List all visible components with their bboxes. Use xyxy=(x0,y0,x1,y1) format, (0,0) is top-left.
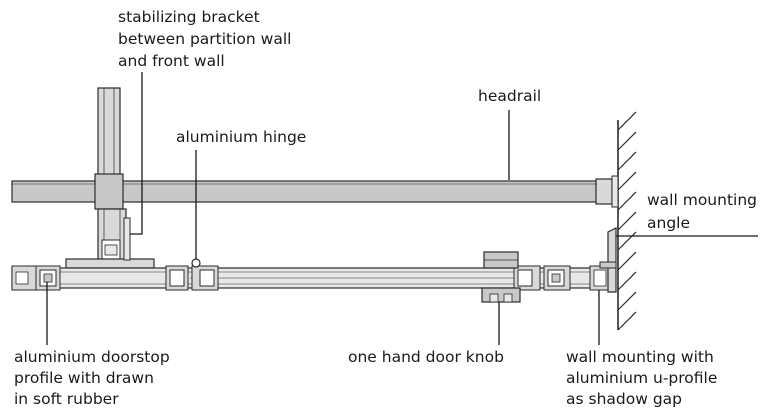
wall xyxy=(617,111,637,331)
partition-post xyxy=(94,87,127,265)
label-wall-mounting-u-profile: wall mounting with aluminium u-profile a… xyxy=(566,348,722,408)
wall-hatching xyxy=(617,111,637,331)
hinge-profile xyxy=(165,258,219,291)
label-aluminium-hinge: aluminium hinge xyxy=(176,128,306,146)
right-end-profiles xyxy=(513,265,571,291)
headrail xyxy=(11,175,619,208)
door-knob xyxy=(481,251,521,303)
leader-stabilizing-bracket xyxy=(130,72,143,235)
hinge-pin xyxy=(191,258,201,268)
label-headrail: headrail xyxy=(478,87,541,105)
labels: stabilizing bracket between partition wa… xyxy=(14,8,761,408)
front-wall-panels xyxy=(11,258,613,291)
leader-lines xyxy=(46,72,758,345)
label-wall-mounting-angle: wall mounting angle xyxy=(647,191,761,232)
doorstop-profile xyxy=(11,265,61,291)
u-profile xyxy=(589,265,613,291)
label-stabilizing-bracket: stabilizing bracket between partition wa… xyxy=(118,8,296,70)
wall-mounting-angle xyxy=(599,227,617,293)
label-doorstop-profile: aluminium doorstop profile with drawn in… xyxy=(14,348,175,408)
label-door-knob: one hand door knob xyxy=(348,348,504,366)
